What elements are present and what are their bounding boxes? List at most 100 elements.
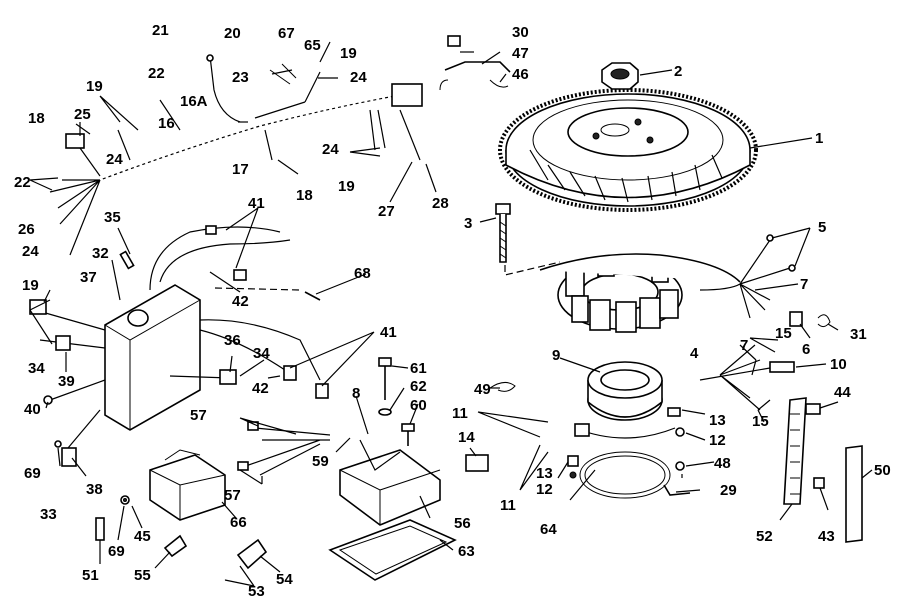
callout-60: 60	[410, 397, 427, 414]
callout-35: 35	[104, 209, 121, 226]
callout-26: 26	[18, 221, 35, 238]
callout-29: 29	[720, 482, 737, 499]
callout-24-left: 24	[22, 243, 39, 260]
callout-11-lower: 11	[500, 497, 516, 514]
callout-48: 48	[714, 455, 731, 472]
callout-16: 16	[158, 115, 175, 132]
callout-28: 28	[432, 195, 449, 212]
callout-1: 1	[815, 130, 823, 147]
clips	[439, 35, 511, 91]
terminal-block	[783, 397, 863, 543]
callout-62: 62	[410, 378, 427, 395]
callout-43: 43	[818, 528, 835, 545]
callout-4: 4	[690, 345, 699, 362]
callout-18-right: 18	[296, 187, 313, 204]
callout-67: 67	[278, 25, 295, 42]
callout-68: 68	[354, 265, 371, 282]
callout-7-lower: 7	[740, 337, 748, 354]
timer-base	[574, 361, 681, 439]
callout-46: 46	[512, 66, 529, 83]
callout-24-harness: 24	[106, 151, 123, 168]
callout-22-top: 22	[148, 65, 165, 82]
stator-bolt	[495, 203, 511, 263]
callout-51: 51	[82, 567, 99, 584]
callout-19-left: 19	[22, 277, 39, 294]
callout-49: 49	[474, 381, 491, 398]
callout-31: 31	[850, 326, 867, 343]
callout-59: 59	[312, 453, 329, 470]
callout-44: 44	[834, 384, 851, 401]
callout-69-left: 69	[24, 465, 41, 482]
stator-assembly	[539, 253, 741, 333]
callout-10: 10	[830, 356, 847, 373]
callout-61: 61	[410, 360, 427, 377]
callout-53: 53	[248, 583, 265, 600]
callout-5: 5	[818, 219, 826, 236]
callout-45: 45	[134, 528, 151, 545]
spark-plug-leads	[163, 534, 268, 588]
callout-56: 56	[454, 515, 471, 532]
sensor	[699, 344, 795, 411]
callout-57-lower: 57	[224, 487, 241, 504]
callout-24-right: 24	[322, 141, 339, 158]
callout-15-upper: 15	[775, 325, 792, 342]
stator-leads	[739, 234, 796, 319]
callout-22-left: 22	[14, 174, 31, 191]
callout-18-left: 18	[28, 110, 45, 127]
callout-32: 32	[92, 245, 109, 262]
callout-47: 47	[512, 45, 529, 62]
callout-21: 21	[152, 22, 169, 39]
callout-15-lower: 15	[752, 413, 769, 430]
callout-57-upper: 57	[190, 407, 207, 424]
callout-24-top: 24	[350, 69, 367, 86]
callout-42-upper: 42	[232, 293, 249, 310]
callout-40: 40	[24, 401, 41, 418]
callout-41-upper: 41	[248, 195, 265, 212]
leader-lines	[29, 41, 873, 587]
callout-23: 23	[232, 69, 249, 86]
callout-labels: 1 2 3 4 5 6 7 7 8 9 10 11 11 12 12 13 13…	[14, 22, 891, 600]
callout-20: 20	[224, 25, 241, 42]
callout-41-lower: 41	[380, 324, 397, 341]
callout-16a: 16A	[180, 93, 208, 110]
callout-38: 38	[86, 481, 103, 498]
callout-50: 50	[874, 462, 891, 479]
callout-63: 63	[458, 543, 475, 560]
wire-harness	[49, 54, 423, 256]
flywheel-nut	[601, 62, 639, 90]
bolt-guide-line	[504, 261, 561, 276]
callout-17: 17	[232, 161, 249, 178]
callout-11-upper: 11	[452, 405, 468, 422]
callout-14: 14	[458, 429, 475, 446]
callout-69-bottom: 69	[108, 543, 125, 560]
callout-37: 37	[80, 269, 97, 286]
callout-13-left: 13	[536, 465, 553, 482]
callout-25: 25	[74, 106, 91, 123]
callout-19-right: 19	[338, 178, 355, 195]
callout-19-top: 19	[340, 45, 357, 62]
callout-7-upper: 7	[800, 276, 808, 293]
rectifier	[328, 357, 457, 581]
callout-19-harness: 19	[86, 78, 103, 95]
callout-33: 33	[40, 506, 57, 523]
callout-12-right: 12	[709, 432, 726, 449]
callout-36: 36	[224, 332, 241, 349]
callout-30: 30	[512, 24, 529, 41]
callout-39: 39	[58, 373, 75, 390]
callout-3: 3	[464, 215, 472, 232]
ignition-coil	[95, 449, 226, 541]
callout-27: 27	[378, 203, 395, 220]
callout-12-left: 12	[536, 481, 553, 498]
flywheel	[498, 88, 758, 212]
callout-9: 9	[552, 347, 560, 364]
callout-55: 55	[134, 567, 151, 584]
callout-34-left: 34	[28, 360, 45, 377]
callout-34-right: 34	[253, 345, 270, 362]
callout-42-lower: 42	[252, 380, 269, 397]
callout-52: 52	[756, 528, 773, 545]
callout-65: 65	[304, 37, 321, 54]
bolt-68	[214, 287, 321, 301]
callout-8: 8	[352, 385, 360, 402]
